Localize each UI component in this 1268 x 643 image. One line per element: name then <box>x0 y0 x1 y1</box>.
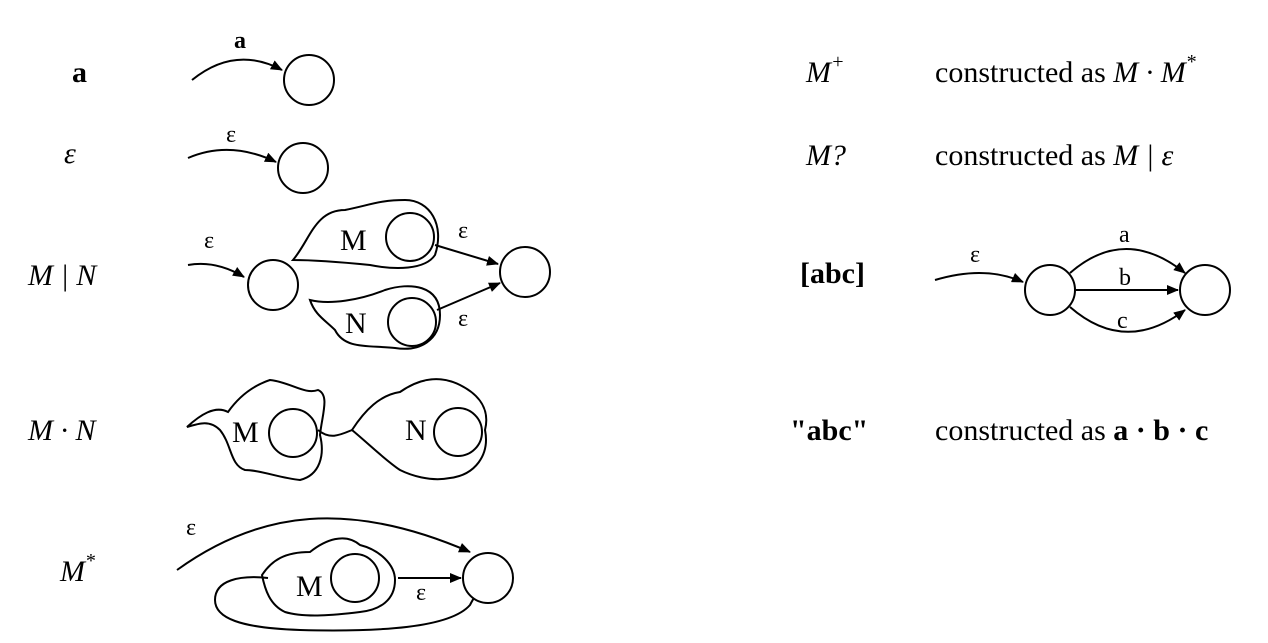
edge-label-a: a <box>234 28 246 54</box>
state-class-start <box>1024 264 1076 316</box>
edge-label-epsilon: ε <box>226 122 236 148</box>
state-kleene-accept <box>462 552 514 604</box>
edge-label-class-b: b <box>1119 265 1131 291</box>
plus-description: constructed as M · M* <box>935 51 1196 89</box>
edge-class-in <box>934 272 1024 283</box>
edge-bypass <box>176 517 471 571</box>
expr-string: "abc" <box>790 414 868 447</box>
state-m <box>385 212 435 262</box>
expr-plus: M+ <box>805 51 845 89</box>
state-epsilon <box>277 142 329 194</box>
expr-char-class: [abc] <box>800 257 865 290</box>
edge-epsilon <box>187 149 277 163</box>
edge-label-class-c: c <box>1117 308 1128 334</box>
nfa-kleene: ε M ε <box>176 515 514 632</box>
state-n2 <box>433 407 483 457</box>
blob-n <box>308 285 442 350</box>
state-class-accept <box>1179 264 1231 316</box>
edge-a-class <box>1069 248 1186 274</box>
blob-n2-label: N <box>405 414 427 447</box>
nfa-epsilon: ε <box>187 122 329 194</box>
edge-m-out <box>434 244 499 266</box>
expr-kleene: M* <box>59 550 95 588</box>
edge-label-bypass: ε <box>186 515 196 541</box>
expr-alternation: M | N <box>27 259 98 292</box>
edge-label-class-a: a <box>1119 222 1130 248</box>
expr-a: a <box>72 56 87 89</box>
expr-optional: M? <box>805 139 846 172</box>
blob-m <box>290 198 440 269</box>
edge-c-class <box>1069 306 1186 333</box>
state-a <box>283 54 335 106</box>
edge-start <box>187 262 245 278</box>
edge-label-start: ε <box>204 228 214 254</box>
expr-epsilon: ε <box>64 137 76 170</box>
optional-description: constructed as M | ε <box>935 139 1174 172</box>
blob-m-label: M <box>340 224 367 257</box>
blob-m3-label: M <box>296 570 323 603</box>
state-m3 <box>330 553 380 603</box>
string-description: constructed as a · b · c <box>935 414 1208 447</box>
edge-label-class-in: ε <box>970 242 980 268</box>
edge-label-m3-out: ε <box>416 580 426 606</box>
nfa-a: a <box>191 28 335 106</box>
edge-a <box>191 58 283 81</box>
nfa-concatenation: M N <box>186 378 488 482</box>
nfa-char-class: ε a b c <box>934 222 1231 334</box>
state-start <box>247 259 299 311</box>
state-m2 <box>268 408 318 458</box>
state-n <box>387 297 437 347</box>
blob-n-label: N <box>345 307 367 340</box>
blob-m3 <box>260 537 397 617</box>
state-accept <box>499 246 551 298</box>
blob-n2 <box>350 378 488 481</box>
blob-m2 <box>186 378 326 482</box>
blob-m2-label: M <box>232 416 259 449</box>
link-m-n <box>317 429 353 437</box>
edge-label-m-out: ε <box>458 218 468 244</box>
edge-n-out <box>436 282 501 311</box>
nfa-alternation: ε M N ε ε <box>187 198 551 350</box>
expr-concatenation: M · N <box>27 414 97 447</box>
loop-back <box>213 576 481 632</box>
edge-label-n-out: ε <box>458 306 468 332</box>
